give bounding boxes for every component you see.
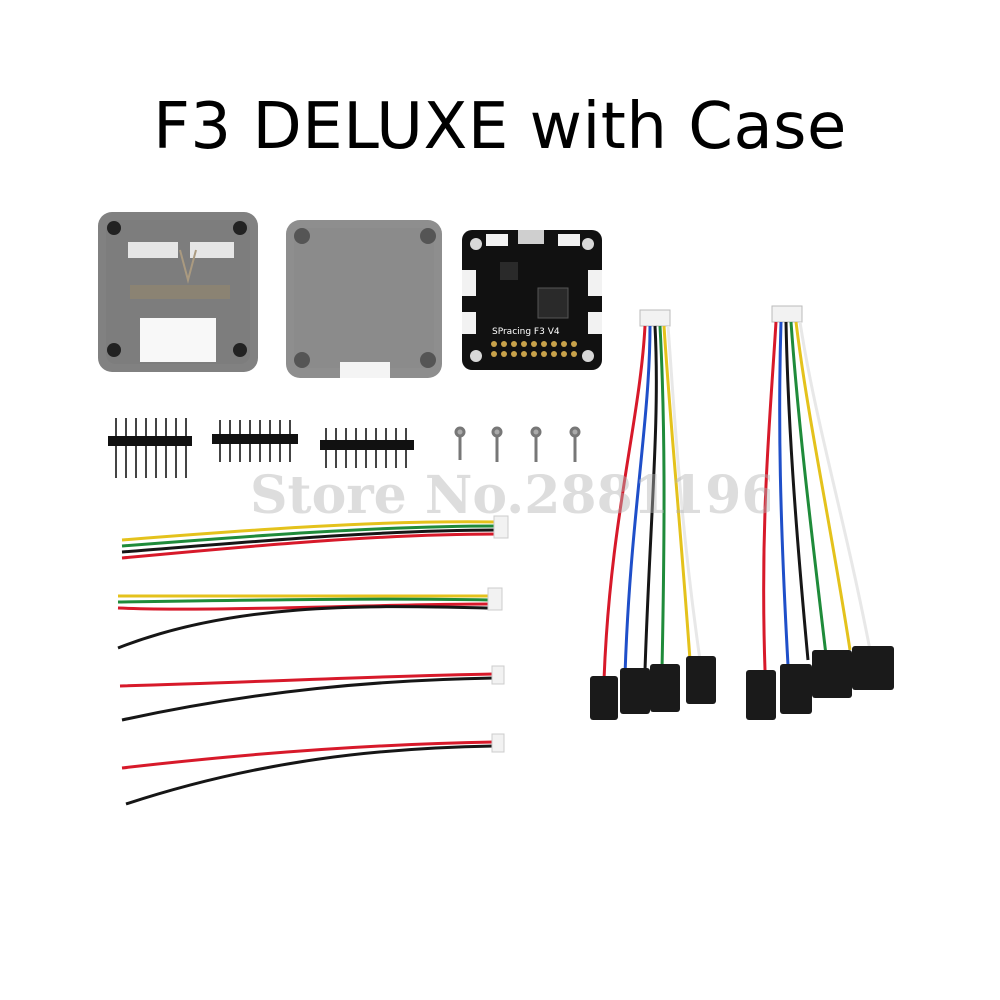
case-bottom-icon	[286, 220, 442, 380]
servo-connector-icon	[590, 309, 716, 720]
flight-controller-board-icon: SPracing F3 V4	[462, 230, 602, 370]
pin-header-icon	[108, 418, 414, 478]
cable-icon	[117, 515, 509, 806]
servo-connector-icon	[746, 305, 894, 720]
screw-icon	[454, 426, 581, 462]
board-label: SPracing F3 V4	[492, 327, 560, 337]
store-watermark: Store No.2881196	[250, 470, 770, 522]
product-title: F3 DELUXE with Case	[153, 90, 847, 164]
case-top-icon	[98, 212, 258, 372]
